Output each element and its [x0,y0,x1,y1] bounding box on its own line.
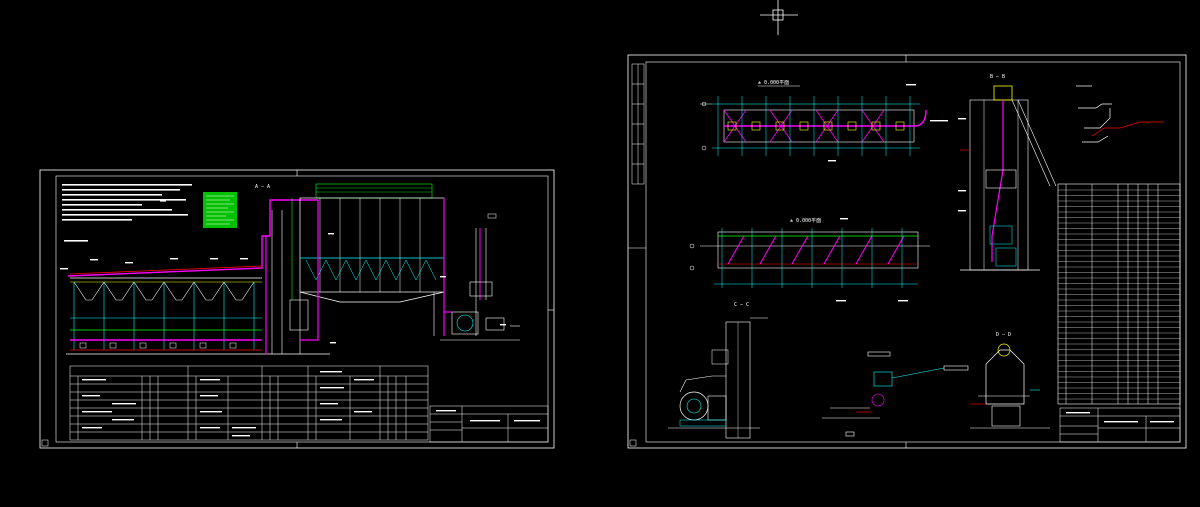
plan-upper-label: ± 0.000平面 [758,80,789,86]
sheet-left-title-block[interactable] [429,405,549,443]
sheet-right-title-block[interactable] [1059,407,1181,443]
sheet-right[interactable]: ± 0.000平面 [627,54,1187,449]
plan-middle-label: ± 0.000平面 [790,218,821,224]
piping-iso-detail[interactable] [1076,85,1164,143]
section-d-d-label: D — D [996,332,1011,338]
section-c-c[interactable]: C — C [668,302,768,439]
section-d-d[interactable]: D — D [970,332,1050,429]
plan-middle[interactable]: ± 0.000平面 [689,218,930,302]
valve-detail[interactable] [822,351,969,437]
crosshair-cursor [760,0,798,35]
sheet-right-outer-frame [627,54,1187,449]
notes-text-block [62,184,192,242]
section-b-b[interactable]: B — B [958,74,1057,271]
sheet-left[interactable]: A — A [39,169,555,449]
parts-list-table[interactable] [1057,183,1181,405]
dust-collector-elevation[interactable] [291,183,520,354]
legend-block [203,192,237,228]
section-a-a[interactable]: A — A [60,184,330,355]
section-b-b-label: B — B [990,74,1005,80]
plan-upper[interactable]: ± 0.000平面 [700,80,948,162]
section-a-a-label: A — A [255,184,270,190]
equipment-table[interactable] [69,365,429,441]
equipment-table-text [82,371,374,437]
sheet-left-inner-frame [55,175,549,443]
section-c-c-label: C — C [734,302,749,308]
revision-strip [631,63,645,185]
